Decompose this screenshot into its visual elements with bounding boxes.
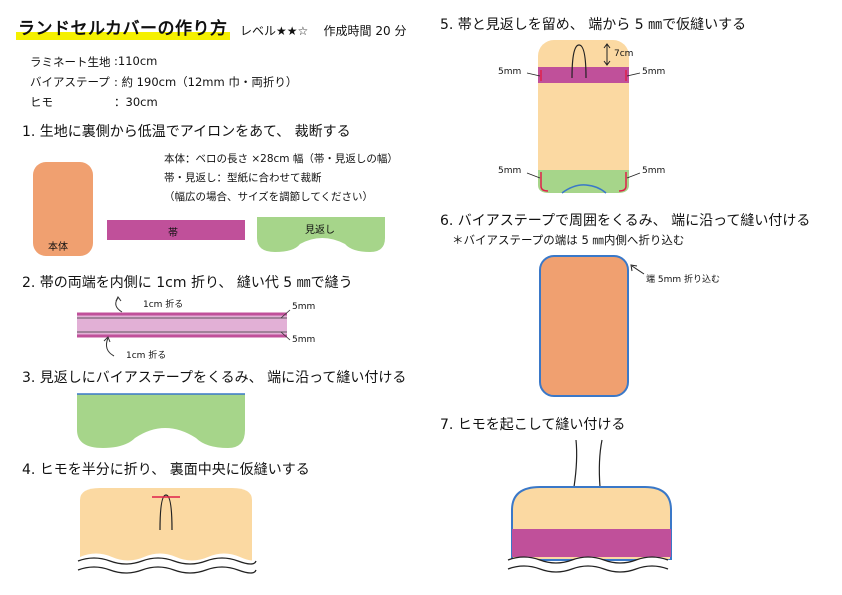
leader-line — [526, 72, 541, 77]
arrow-head — [603, 60, 611, 66]
seam-label-bottom: 5mm — [292, 335, 316, 345]
title-highlight — [16, 32, 230, 40]
facing-piece — [77, 394, 245, 448]
fold-in-annotation: 端 5mm 折り込む — [646, 275, 720, 285]
fold-label-bottom: 1cm 折る — [126, 351, 167, 361]
step-3-heading: 3. 見返しにバイアステープをくるみ、 端に沿って縫い付ける — [22, 370, 407, 386]
band-label: 帯 — [168, 228, 178, 239]
string-loop — [159, 494, 173, 531]
step-1-note: （幅広の場合、サイズを調節してください） — [164, 191, 374, 203]
step-4-heading: 4. ヒモを半分に折り、 裏面中央に仮縫いする — [22, 462, 310, 478]
body-piece — [33, 162, 93, 256]
band-folded — [77, 314, 287, 336]
making-time: 作成時間 20 分 — [323, 24, 407, 38]
fold-arrow-bottom — [106, 337, 115, 357]
body-label: 本体 — [48, 242, 68, 253]
arrow-head — [630, 264, 638, 272]
arrow-head — [603, 43, 611, 49]
leader-line — [280, 309, 291, 319]
material-name: バイアステープ — [30, 75, 110, 89]
step-6-subnote: ＊バイアステープの端は 5 ㎜内側へ折り込む — [452, 233, 685, 247]
leader-line — [626, 172, 641, 179]
body-bound — [539, 255, 629, 397]
seam-label: 5mm — [498, 166, 522, 176]
dimension-label: 7cm — [614, 49, 634, 59]
facing-tape — [561, 184, 607, 194]
leader-line — [280, 331, 291, 341]
string-raised — [573, 439, 603, 488]
fold-label-top: 1cm 折る — [143, 300, 184, 310]
material-amount: ：30cm — [114, 95, 158, 109]
step-1-heading: 1. 生地に裏側から低温でアイロンをあて、 裁断する — [22, 124, 351, 140]
leader-line — [526, 172, 541, 179]
annotation-arrow — [631, 265, 645, 275]
facing-label: 見返し — [305, 225, 335, 236]
string-loop — [571, 44, 587, 79]
material-name: ラミネート生地 — [30, 55, 111, 69]
wave-line — [77, 557, 257, 565]
arrow-head — [115, 296, 122, 302]
difficulty-level: レベル★★☆ — [240, 24, 309, 38]
arrow-head — [103, 336, 111, 343]
material-name: ヒモ — [30, 95, 53, 109]
material-amount: :110cm — [114, 54, 158, 68]
material-amount: : 約 190cm（12mm 巾・両折り） — [114, 75, 298, 89]
step-6-heading: 6. バイアステープで周囲をくるみ、 端に沿って縫い付ける — [440, 213, 811, 229]
level-time: レベル★★☆ 作成時間 20 分 — [240, 22, 406, 39]
step-7-heading: 7. ヒモを起こして縫い付ける — [440, 417, 626, 433]
seam-label: 5mm — [642, 67, 666, 77]
page-title: ランドセルカバーの作り方 — [18, 19, 228, 39]
wave-line — [507, 556, 669, 564]
step-2-heading: 2. 帯の両端を内側に 1cm 折り、 縫い代 5 ㎜で縫う — [22, 275, 353, 291]
step-1-note: 帯・見返し：型紙に合わせて裁断 — [164, 172, 322, 184]
wave-line — [507, 565, 669, 573]
leader-line — [626, 72, 641, 77]
seam-label: 5mm — [498, 67, 522, 77]
tack-stitch — [540, 172, 627, 192]
step-1-note: 本体：ベロの長さ ×28cm 幅（帯・見返しの幅） — [164, 153, 398, 165]
seam-label: 5mm — [642, 166, 666, 176]
step-5-heading: 5. 帯と見返しを留め、 端から 5 ㎜で仮縫いする — [440, 17, 747, 33]
band-piece — [107, 220, 245, 240]
facing-piece — [257, 217, 385, 252]
band-attached — [538, 67, 629, 83]
cut-off-mask — [509, 556, 675, 595]
seam-label-top: 5mm — [292, 302, 316, 312]
body-back — [80, 488, 252, 565]
wave-line — [77, 566, 257, 574]
facing-attached — [538, 170, 629, 193]
band-front — [512, 529, 671, 557]
